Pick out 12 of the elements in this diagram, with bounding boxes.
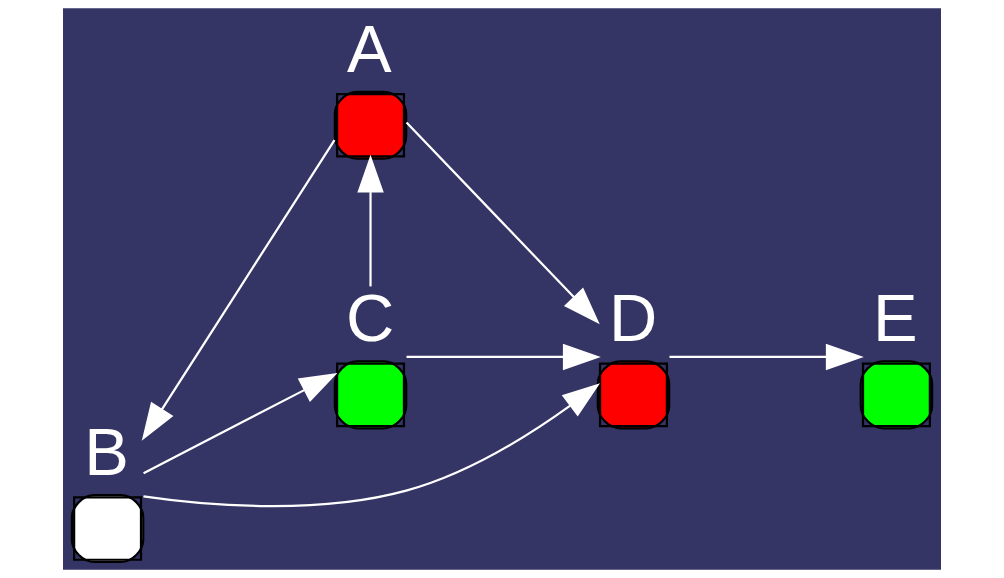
arrow xyxy=(143,383,601,508)
node-label: C xyxy=(346,280,395,356)
node-label: D xyxy=(608,280,658,356)
arrow xyxy=(406,343,601,371)
node-label: B xyxy=(84,414,129,490)
arrow xyxy=(405,121,600,325)
node-label: A xyxy=(347,10,392,86)
arrow xyxy=(357,154,384,287)
arrow xyxy=(669,343,864,371)
node-label: E xyxy=(873,280,918,356)
arrow xyxy=(141,139,336,441)
arrow xyxy=(143,372,338,475)
